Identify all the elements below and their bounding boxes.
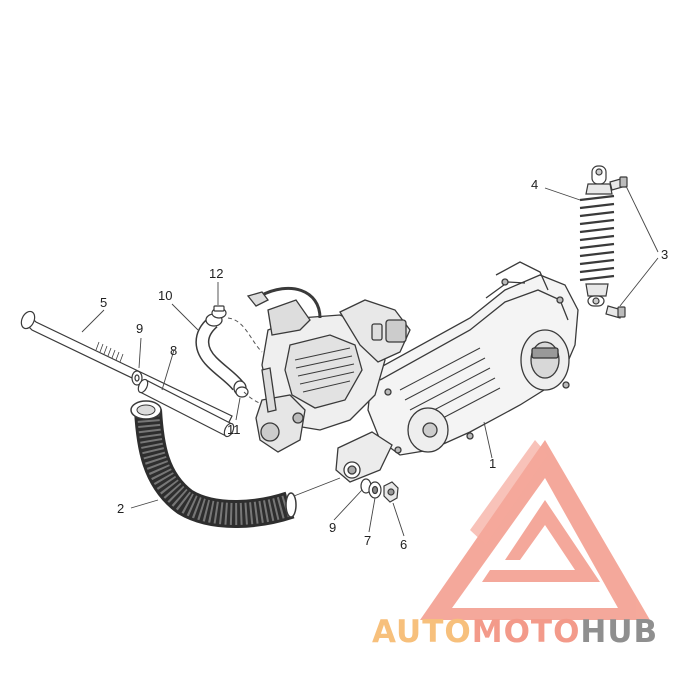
washer-part-7 <box>368 481 382 499</box>
callout-12: 12 <box>209 266 223 281</box>
spacer-tube-part-8 <box>137 378 235 438</box>
callout-5: 5 <box>100 295 107 310</box>
shock-bolt-part-3-lower <box>605 305 626 319</box>
callout-1: 1 <box>489 456 496 471</box>
corrugated-hose-part-2 <box>130 400 297 528</box>
callout-3: 3 <box>661 247 668 262</box>
nut-part-6 <box>383 481 399 503</box>
watermark-part-hub: HUB <box>580 614 659 650</box>
long-bolt-part-5 <box>20 310 233 425</box>
callout-10: 10 <box>158 288 172 303</box>
routing-dashed-lines <box>227 317 263 405</box>
hose-clamp-part-11 <box>235 386 249 398</box>
callout-11: 11 <box>227 422 241 437</box>
shock-absorber-part-4 <box>579 165 615 307</box>
callout-8: 8 <box>170 343 177 358</box>
callout-9-upper: 9 <box>136 321 143 336</box>
breather-hose-part-10 <box>195 313 247 396</box>
callout-9-lower: 9 <box>329 520 336 535</box>
watermark-part-auto: AUTO <box>372 614 472 650</box>
leader-lines <box>81 185 659 537</box>
callout-4: 4 <box>531 177 538 192</box>
callout-labels: 1 2 3 4 5 6 7 8 9 9 10 11 12 <box>100 177 668 552</box>
callout-6: 6 <box>400 537 407 552</box>
shock-bolt-part-3-upper <box>609 176 628 191</box>
callout-2: 2 <box>117 501 124 516</box>
washer-part-9-upper <box>131 370 143 386</box>
watermark-part-moto: MOTO <box>471 614 581 650</box>
engine-assembly-part-1 <box>246 261 579 483</box>
callout-7: 7 <box>364 533 371 548</box>
watermark-emblem <box>420 440 650 620</box>
watermark-logo-text: AUTOMOTOHUB <box>372 614 692 654</box>
hose-clip-part-12 <box>211 305 227 319</box>
